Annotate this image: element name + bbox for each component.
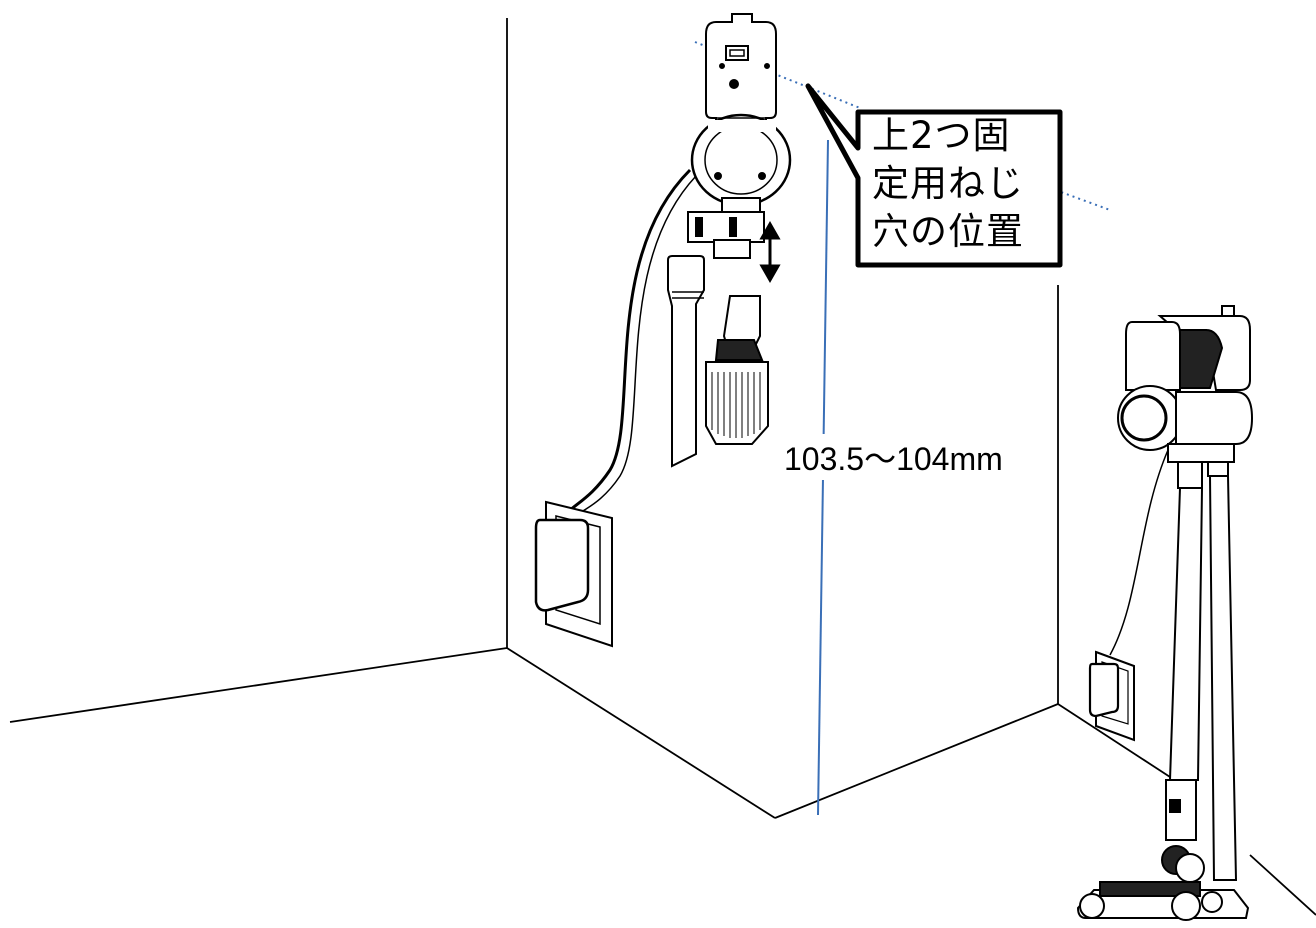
- vacuum-cleaner-stand: [1076, 305, 1254, 921]
- power-cord: [564, 168, 697, 519]
- floor-edge-right: [774, 703, 1059, 819]
- small-wall-outlet: [1088, 650, 1135, 742]
- ac-adapter: [534, 518, 590, 612]
- screw-hole-guide-dotted-right: [1049, 187, 1111, 211]
- adjust-arrow-icon: [759, 220, 781, 284]
- callout-label: 上2つ固 定用ねじ 穴の位置: [872, 112, 1052, 256]
- height-measurement-label: 103.5〜104mm: [780, 434, 1007, 480]
- accessory-clip: [687, 211, 765, 259]
- callout-line-1: 上2つ固: [872, 114, 1011, 157]
- extension-pipe: [667, 255, 705, 468]
- floor-edge-far: [1057, 703, 1191, 791]
- brush-nozzle: [705, 295, 769, 445]
- callout-line-3: 穴の位置: [872, 210, 1024, 253]
- callout-box: [805, 83, 1063, 268]
- room-walls: [9, 18, 1316, 916]
- floor-edge-center: [506, 647, 776, 819]
- floor-edge-far2: [1249, 854, 1316, 916]
- wall-bracket: [690, 13, 792, 213]
- callout-line-2: 定用ねじ: [872, 162, 1024, 205]
- floor-edge-left: [9, 647, 508, 723]
- vacuum-cord: [1109, 449, 1169, 656]
